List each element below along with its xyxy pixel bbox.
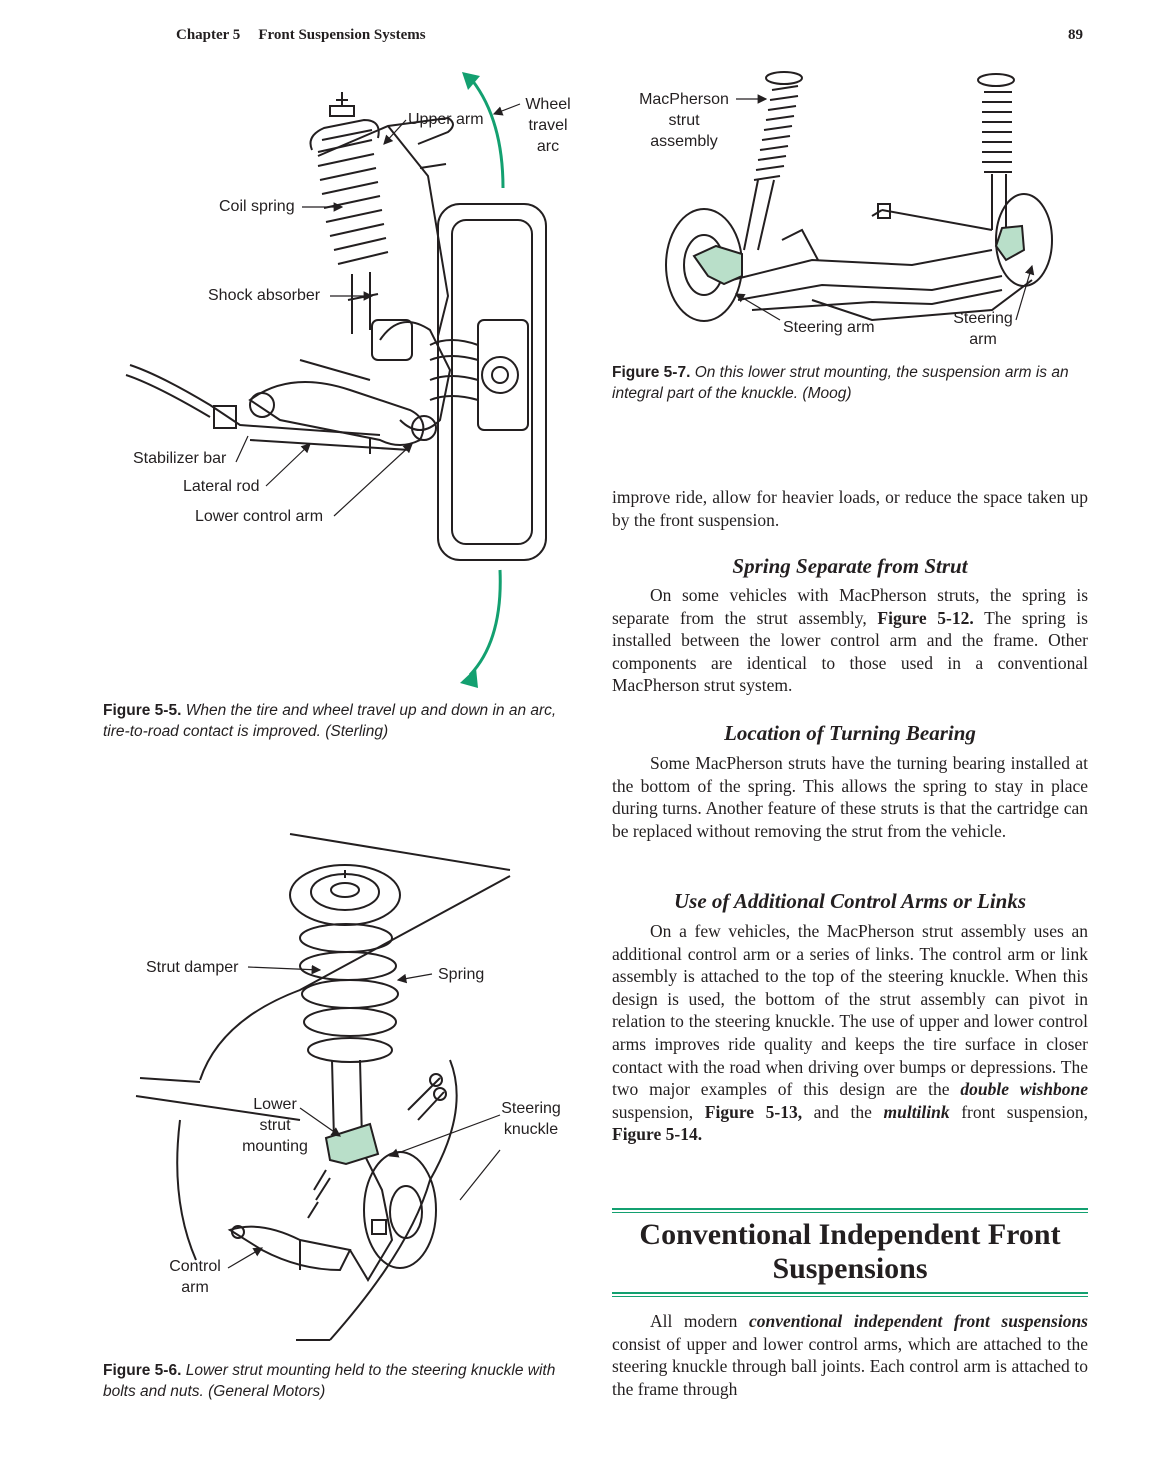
section-rule-bottom (612, 1292, 1088, 1297)
paragraph-additional-b: suspension, (612, 1101, 705, 1122)
paragraph-additional-control-arms: On a few vehicles, the MacPherson strut … (612, 920, 1088, 1146)
figure-5-5-illustration (125, 72, 547, 688)
running-head: Chapter 5 Front Suspension Systems (176, 27, 426, 44)
figure-5-6-illustration (135, 833, 511, 1341)
label-lower: Lower (253, 1096, 297, 1113)
term-conventional-independent-front-suspensions: conventional independent front suspensio… (748, 1311, 1088, 1331)
figure-5-7-caption: Figure 5-7. On this lower strut mounting… (612, 362, 1090, 404)
label-macpherson: MacPherson (639, 91, 729, 108)
label-lateral-rod: Lateral rod (183, 478, 260, 495)
continuation-paragraph: improve ride, allow for heavier loads, o… (612, 487, 1088, 530)
subheading-turning-bearing: Location of Turning Bearing (724, 721, 976, 745)
label-spring: Spring (438, 966, 485, 983)
figure-reference-5-14: Figure 5-14. (612, 1124, 703, 1145)
figure-5-6-caption-text: Lower strut mounting held to the steerin… (103, 1362, 556, 1400)
label-shock-absorber: Shock absorber (208, 287, 321, 304)
paragraph-conventional-independent: All modern conventional independent fron… (612, 1310, 1088, 1400)
label-arc: arc (536, 138, 560, 155)
figure-5-5-caption: Figure 5-5. When the tire and wheel trav… (103, 700, 585, 742)
paragraph-additional-d: front suspension, (949, 1101, 1088, 1122)
figure-5-7-caption-label: Figure 5-7. (612, 364, 691, 381)
paragraph-spring-separate-a: On some vehicles with MacPherson struts,… (612, 585, 1088, 628)
subheading-additional-control-arms: Use of Additional Control Arms or Links (673, 889, 1027, 913)
paragraph-additional-a: On a few vehicles, the MacPherson strut … (612, 921, 1088, 1100)
label-stabilizer-bar: Stabilizer bar (133, 450, 227, 467)
paragraph-spring-separate-b: The spring is installed between the lowe… (612, 607, 1088, 696)
figure-5-5-caption-label: Figure 5-5. (103, 702, 182, 719)
label-control-arm: Control arm (160, 1256, 230, 1298)
label-travel: travel (528, 117, 568, 134)
term-double-wishbone: double wishbone (960, 1079, 1088, 1100)
label-strut-damper: Strut damper (146, 959, 239, 976)
figure-5-5-caption-text: When the tire and wheel travel up and do… (103, 702, 557, 740)
label-arm: arm (969, 331, 997, 348)
label-arm: arm (181, 1279, 209, 1296)
figure-5-6: Strut damper Spring Lower strut mounting… (0, 820, 600, 1360)
label-coil-spring: Coil spring (219, 198, 295, 215)
paragraph-additional-c: and the (802, 1101, 884, 1122)
label-wheel: Wheel (525, 96, 571, 113)
figure-5-7-illustration (665, 71, 1053, 322)
label-steering-knuckle: Steering knuckle (496, 1098, 566, 1140)
label-mounting: mounting (242, 1138, 308, 1155)
label-wheel-travel-arc: Wheel travel arc (516, 94, 580, 157)
label-steering-arm-left: Steering arm (783, 319, 875, 336)
chapter-number: Chapter 5 (176, 27, 241, 43)
figure-reference-5-13: Figure 5-13, (704, 1101, 803, 1122)
paragraph-turning-bearing: Some MacPherson struts have the turning … (612, 753, 1088, 841)
label-knuckle: knuckle (503, 1121, 559, 1138)
page-number: 89 (1068, 27, 1083, 43)
term-multilink: multilink (883, 1101, 950, 1122)
section-title: Conventional Independent Front Suspensio… (612, 1218, 1088, 1286)
paragraph-conventional-a: All modern (650, 1311, 749, 1331)
figure-5-7: MacPherson strut assembly Steering arm S… (612, 70, 1088, 355)
figure-5-7-caption-text: On this lower strut mounting, the suspen… (612, 364, 1069, 402)
label-control: Control (169, 1258, 221, 1275)
subheading-spring-separate: Spring Separate from Strut (732, 554, 968, 578)
figure-5-6-caption-label: Figure 5-6. (103, 1362, 182, 1379)
label-lower-control-arm: Lower control arm (195, 508, 324, 525)
section-title-line-2: Suspensions (772, 1252, 928, 1285)
chapter-title: Front Suspension Systems (258, 27, 426, 43)
figure-5-5: Upper arm Wheel travel arc Coil spring S… (0, 0, 600, 700)
label-steering: Steering (501, 1100, 561, 1117)
label-strut: strut (668, 112, 700, 129)
label-macpherson-strut-assembly: MacPherson strut assembly (632, 89, 736, 152)
label-lower-strut-mounting: Lower strut mounting (236, 1094, 314, 1157)
figure-5-6-caption: Figure 5-6. Lower strut mounting held to… (103, 1360, 585, 1402)
label-strut: strut (259, 1117, 291, 1134)
section-title-line-1: Conventional Independent Front (639, 1218, 1061, 1251)
paragraph-spring-separate: On some vehicles with MacPherson struts,… (612, 584, 1088, 697)
section-rule-top (612, 1208, 1088, 1213)
paragraph-conventional-b: consist of upper and lower control arms,… (612, 1333, 1088, 1399)
label-steering: Steering (953, 310, 1013, 327)
label-steering-arm-right: Steering arm (946, 308, 1020, 350)
label-upper-arm: Upper arm (408, 111, 484, 128)
label-assembly: assembly (650, 133, 718, 150)
figure-reference-5-12: Figure 5-12. (877, 607, 974, 628)
